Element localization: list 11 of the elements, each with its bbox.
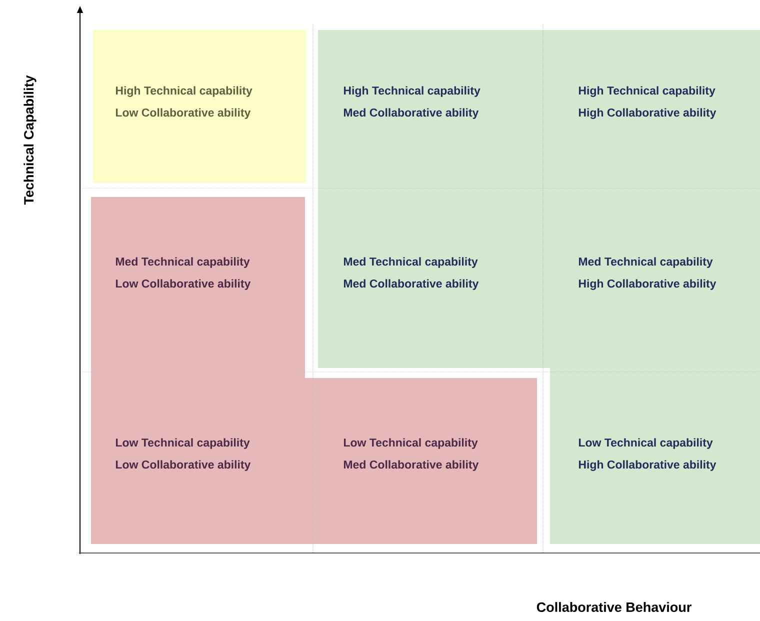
cell-label: Low Technical capability Low Collaborative ability	[116, 438, 251, 471]
cell-label: High Technical capability High Collaborative ability	[578, 86, 716, 119]
axis-title: Collaborative Behaviour	[536, 602, 692, 612]
cell-label: Low Technical capability High Collaborative ability	[578, 438, 716, 471]
cell-label: High Technical capability Med Collaborative ability	[344, 86, 480, 119]
cell-label: High Technical capability Low Collaborative ability	[116, 86, 252, 119]
cell-label: Low Technical capability Med Collaborative ability	[344, 438, 479, 471]
cell-label: Med Technical capability Low Collaborative ability	[116, 257, 251, 290]
cell-label: Med Technical capability High Collaborative ability	[578, 257, 716, 290]
axis-title: Technical Capability	[24, 75, 36, 205]
cell-label: Med Technical capability Med Collaborative ability	[344, 257, 479, 290]
